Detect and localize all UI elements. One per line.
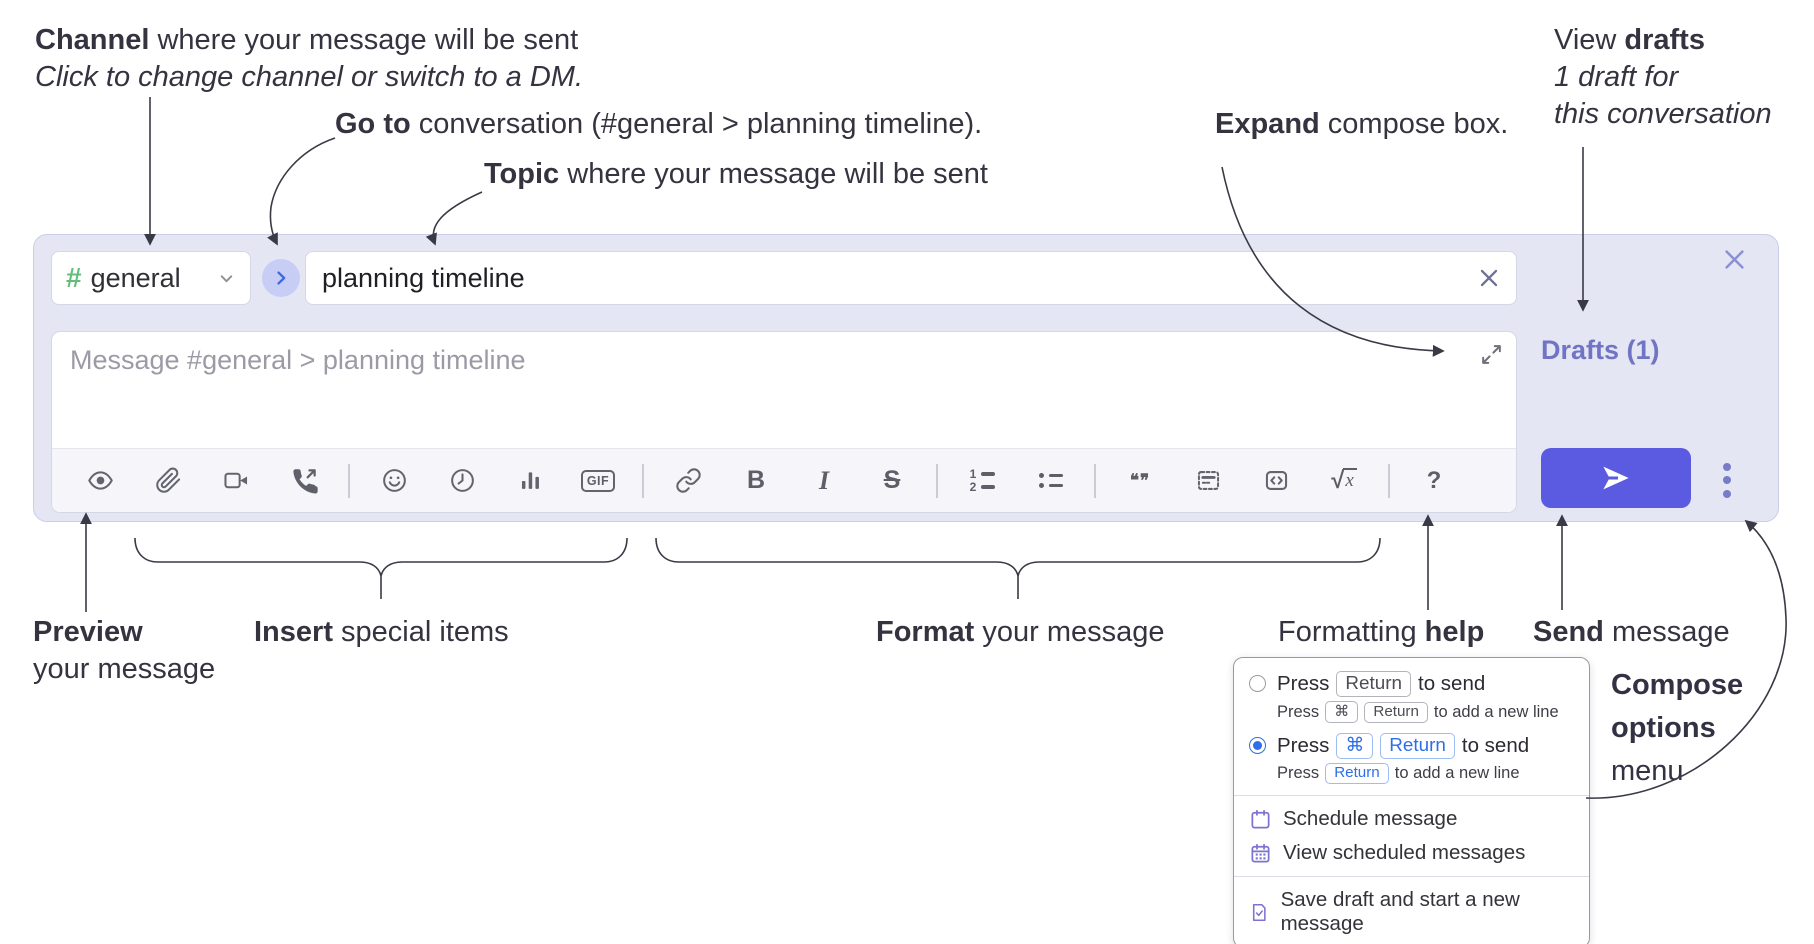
compose-options-popup: Press Return to send Press ⌘ Return to a… <box>1233 657 1590 944</box>
close-icon <box>1725 250 1744 269</box>
kbd-cmd: ⌘ <box>1325 701 1359 723</box>
expand-compose-button[interactable] <box>1479 342 1504 370</box>
channel-name: general <box>90 262 181 293</box>
gif-icon[interactable]: GIF <box>575 458 621 504</box>
math-icon[interactable]: √x <box>1321 458 1367 504</box>
goto-connector-line <box>267 137 336 246</box>
compose-box: # general planning timeline <box>33 234 1779 522</box>
radio-selected-icon[interactable] <box>1249 737 1266 754</box>
toolbar-divider <box>1388 463 1390 498</box>
calendar-grid-icon <box>1251 843 1270 863</box>
annotation-insert: Insert special items <box>254 616 509 648</box>
kbd-return: Return <box>1325 763 1389 784</box>
topic-value: planning timeline <box>322 262 525 293</box>
italic-icon[interactable]: I <box>801 458 847 504</box>
menu-item-save-draft[interactable]: Save draft and start a new message <box>1234 883 1589 941</box>
calendar-icon <box>1251 809 1270 829</box>
channel-selector[interactable]: # general <box>51 251 251 305</box>
expand-diagonal-icon <box>1482 345 1501 364</box>
chevron-right-icon <box>277 271 286 285</box>
annotation-send: Send message <box>1533 616 1730 648</box>
format-brace <box>655 537 1381 599</box>
message-placeholder: Message #general > planning timeline <box>70 345 526 375</box>
bulleted-list-icon[interactable] <box>1027 458 1073 504</box>
kebab-dot <box>1723 489 1731 498</box>
radio-unselected-icon[interactable] <box>1249 675 1266 692</box>
popup-divider <box>1234 795 1589 796</box>
quote-icon[interactable]: ❝❞ <box>1117 458 1163 504</box>
channel-hash-icon: # <box>66 262 82 293</box>
annotation-preview: Preview your message <box>33 616 216 685</box>
kbd-return: Return <box>1380 733 1455 759</box>
menu-item-schedule-message[interactable]: Schedule message <box>1234 802 1589 836</box>
help-icon[interactable]: ? <box>1411 458 1457 504</box>
annotation-view-drafts: View drafts 1 draft for this conversatio… <box>1554 24 1772 130</box>
annotation-compose-options: Compose options menu <box>1611 669 1744 787</box>
close-icon <box>1480 269 1498 287</box>
option-enter-to-send[interactable]: Press Return to send Press ⌘ Return to a… <box>1234 664 1589 726</box>
annotation-formatting-help: Formatting help <box>1278 616 1485 648</box>
toolbar-divider <box>348 463 350 498</box>
add-global-time-icon[interactable] <box>439 458 485 504</box>
poll-icon[interactable] <box>507 458 553 504</box>
preview-icon[interactable] <box>77 458 123 504</box>
popup-divider <box>1234 876 1589 877</box>
option-cmd-enter-to-send[interactable]: Press ⌘ Return to send Press Return to a… <box>1234 726 1589 787</box>
message-input[interactable]: Message #general > planning timeline <box>52 332 1516 449</box>
audio-call-icon[interactable] <box>281 458 327 504</box>
menu-item-view-scheduled[interactable]: View scheduled messages <box>1234 836 1589 870</box>
spoiler-icon[interactable] <box>1185 458 1231 504</box>
topic-input[interactable]: planning timeline <box>305 251 1517 305</box>
annotation-channel: Channel where your message will be sent … <box>35 24 584 93</box>
bold-icon[interactable]: B <box>733 458 779 504</box>
chevron-down-icon <box>220 274 233 282</box>
topic-clear-button[interactable] <box>1476 265 1502 291</box>
link-icon[interactable] <box>665 458 711 504</box>
attach-icon[interactable] <box>145 458 191 504</box>
toolbar-divider <box>642 463 644 498</box>
toolbar-divider <box>936 463 938 498</box>
compose-options-kebab-button[interactable] <box>1712 457 1742 503</box>
toolbar-divider <box>1094 463 1096 498</box>
annotation-expand: Expand compose box. <box>1215 108 1509 140</box>
drafts-link[interactable]: Drafts (1) <box>1541 335 1660 365</box>
annotation-goto: Go to conversation (#general > planning … <box>335 108 983 140</box>
emoji-icon[interactable] <box>371 458 417 504</box>
video-call-icon[interactable] <box>213 458 259 504</box>
insert-brace <box>134 537 628 599</box>
code-icon[interactable] <box>1253 458 1299 504</box>
message-container: Message #general > planning timeline GIF… <box>51 331 1517 513</box>
kbd-cmd: ⌘ <box>1336 733 1374 759</box>
kebab-dot <box>1723 462 1731 471</box>
send-icon <box>1603 466 1629 490</box>
send-button[interactable] <box>1541 448 1691 508</box>
strikethrough-icon[interactable]: S <box>869 458 915 504</box>
draft-document-check-icon <box>1252 903 1266 921</box>
annotation-format: Format your message <box>876 616 1165 648</box>
kebab-dot <box>1723 476 1731 484</box>
close-compose-button[interactable] <box>1721 246 1748 276</box>
kbd-return: Return <box>1364 701 1428 723</box>
go-to-conversation-button[interactable] <box>262 259 300 297</box>
kbd-return: Return <box>1336 671 1412 697</box>
annotation-topic: Topic where your message will be sent <box>484 158 988 190</box>
